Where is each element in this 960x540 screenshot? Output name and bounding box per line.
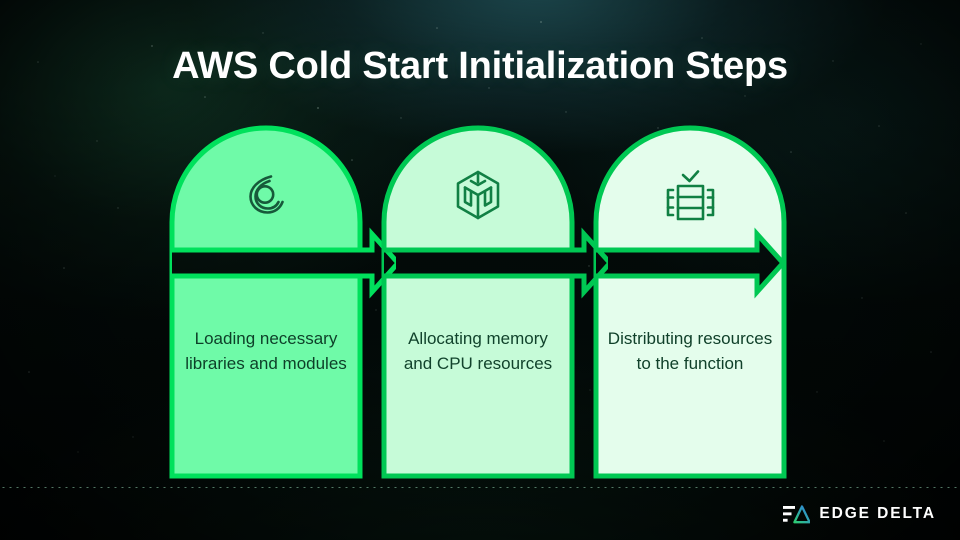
brand-logo[interactable]: EDGE DELTA [783,503,936,525]
step-card-3-shape [593,125,787,479]
page-title: AWS Cold Start Initialization Steps [172,45,788,87]
step-text-1: Loading necessary libraries and modules [185,329,347,373]
edge-delta-logo-mark [783,504,811,523]
step-icon-2 [384,168,572,227]
step-icon-1 [172,168,360,225]
step-card-1-shape [169,125,396,479]
step-card-2[interactable]: Allocating memory and CPU resources [381,125,608,479]
step-card-1[interactable]: Loading necessary libraries and modules [169,125,396,479]
footer-divider [0,487,960,488]
loading-spiral-icon [249,175,284,214]
brand-name: EDGE DELTA [819,505,936,522]
server-rack-check-icon [666,170,715,221]
step-card-3[interactable]: Distributing resources to the function [593,125,787,479]
cube-box-icon [456,170,500,220]
step-text-3: Distributing resources to the function [607,329,773,373]
step-icon-3 [596,168,784,231]
step-text-2: Allocating memory and CPU resources [403,329,553,373]
step-card-2-shape [381,125,608,479]
